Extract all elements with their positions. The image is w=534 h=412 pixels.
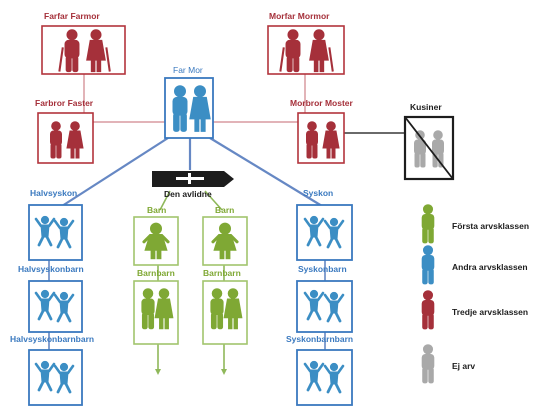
legend-item-ej-arv: Ej arv: [421, 344, 475, 384]
halvsyskonbarnbarn-label: Halvsyskonbarnbarn: [10, 334, 94, 344]
person-icon-gray: [421, 344, 435, 384]
arrowhead-1: [155, 369, 161, 375]
halvsyskonbarn-node: Halvsyskonbarn: [18, 264, 84, 333]
arrowhead-2: [221, 369, 227, 375]
farbror-faster-node: Farbror Faster: [35, 98, 94, 164]
den-avlidne-label: Den avlidne: [164, 189, 212, 199]
legend-label-ej-arv: Ej arv: [452, 361, 475, 371]
barn-2-node: Barn: [202, 205, 248, 266]
halvsyskonbarnbarn-box: [28, 349, 83, 406]
cross-stem: [188, 173, 191, 184]
morfar-mormor-label: Morfar Mormor: [269, 11, 330, 21]
farfar-farmor-node: Farfar Farmor: [41, 11, 126, 75]
syskon-node: Syskon: [296, 188, 353, 261]
barn-1-label: Barn: [147, 205, 166, 215]
person-icon-green: [421, 204, 435, 244]
farfar-farmor-label: Farfar Farmor: [44, 11, 100, 21]
barnbarn-1-label: Barnbarn: [137, 268, 175, 278]
legend: Första arvsklassen Andra arvsklassen Tre…: [421, 204, 529, 384]
syskonbarnbarn-box: [296, 349, 353, 406]
farbror-faster-box: [37, 112, 94, 164]
syskonbarn-box: [296, 280, 353, 333]
line-to-barn-2: [204, 190, 223, 211]
line-to-halvsyskon: [61, 137, 169, 207]
syskonbarnbarn-label: Syskonbarnbarn: [286, 334, 353, 344]
far-mor-label: Far Mor: [173, 65, 203, 75]
halvsyskonbarnbarn-node: Halvsyskonbarnbarn: [10, 334, 94, 406]
halvsyskon-box: [28, 204, 83, 261]
connector-lines: [48, 74, 405, 375]
line-to-barn-1: [159, 190, 171, 211]
person-icon-red: [421, 290, 435, 330]
kusiner-label: Kusiner: [410, 102, 442, 112]
line-to-syskon: [209, 137, 323, 207]
legend-item-forsta: Första arvsklassen: [421, 204, 529, 244]
legend-label-forsta: Första arvsklassen: [452, 221, 529, 231]
halvsyskon-node: Halvsyskon: [28, 188, 83, 261]
syskonbarn-node: Syskonbarn: [296, 264, 353, 333]
syskonbarn-label: Syskonbarn: [298, 264, 347, 274]
halvsyskonbarn-label: Halvsyskonbarn: [18, 264, 84, 274]
morbror-moster-box: [297, 112, 345, 164]
legend-item-andra: Andra arvsklassen: [421, 245, 528, 285]
syskon-label: Syskon: [303, 188, 333, 198]
legend-label-tredje: Tredje arvsklassen: [452, 307, 528, 317]
morfar-mormor-node: Morfar Mormor: [267, 11, 345, 75]
kusiner-node: Kusiner: [403, 102, 455, 181]
person-icon-blue: [421, 245, 435, 285]
morbror-moster-label: Morbror Moster: [290, 98, 354, 108]
syskonbarnbarn-node: Syskonbarnbarn: [286, 334, 353, 406]
barn-1-node: Barn: [133, 205, 179, 266]
far-mor-node: Far Mor: [164, 65, 214, 139]
barnbarn-2-node: Barnbarn: [202, 268, 248, 345]
barn-2-label: Barn: [215, 205, 234, 215]
barnbarn-1-node: Barnbarn: [133, 268, 179, 345]
den-avlidne-node: Den avlidne: [152, 171, 234, 199]
farbror-faster-label: Farbror Faster: [35, 98, 94, 108]
legend-label-andra: Andra arvsklassen: [452, 262, 528, 272]
halvsyskon-label: Halvsyskon: [30, 188, 77, 198]
crossed-out-line: [404, 116, 454, 180]
syskon-box: [296, 204, 353, 261]
legend-item-tredje: Tredje arvsklassen: [421, 290, 528, 330]
halvsyskonbarn-box: [28, 280, 83, 333]
farfar-farmor-box: [41, 25, 126, 75]
barnbarn-2-label: Barnbarn: [203, 268, 241, 278]
morbror-moster-node: Morbror Moster: [290, 98, 354, 164]
